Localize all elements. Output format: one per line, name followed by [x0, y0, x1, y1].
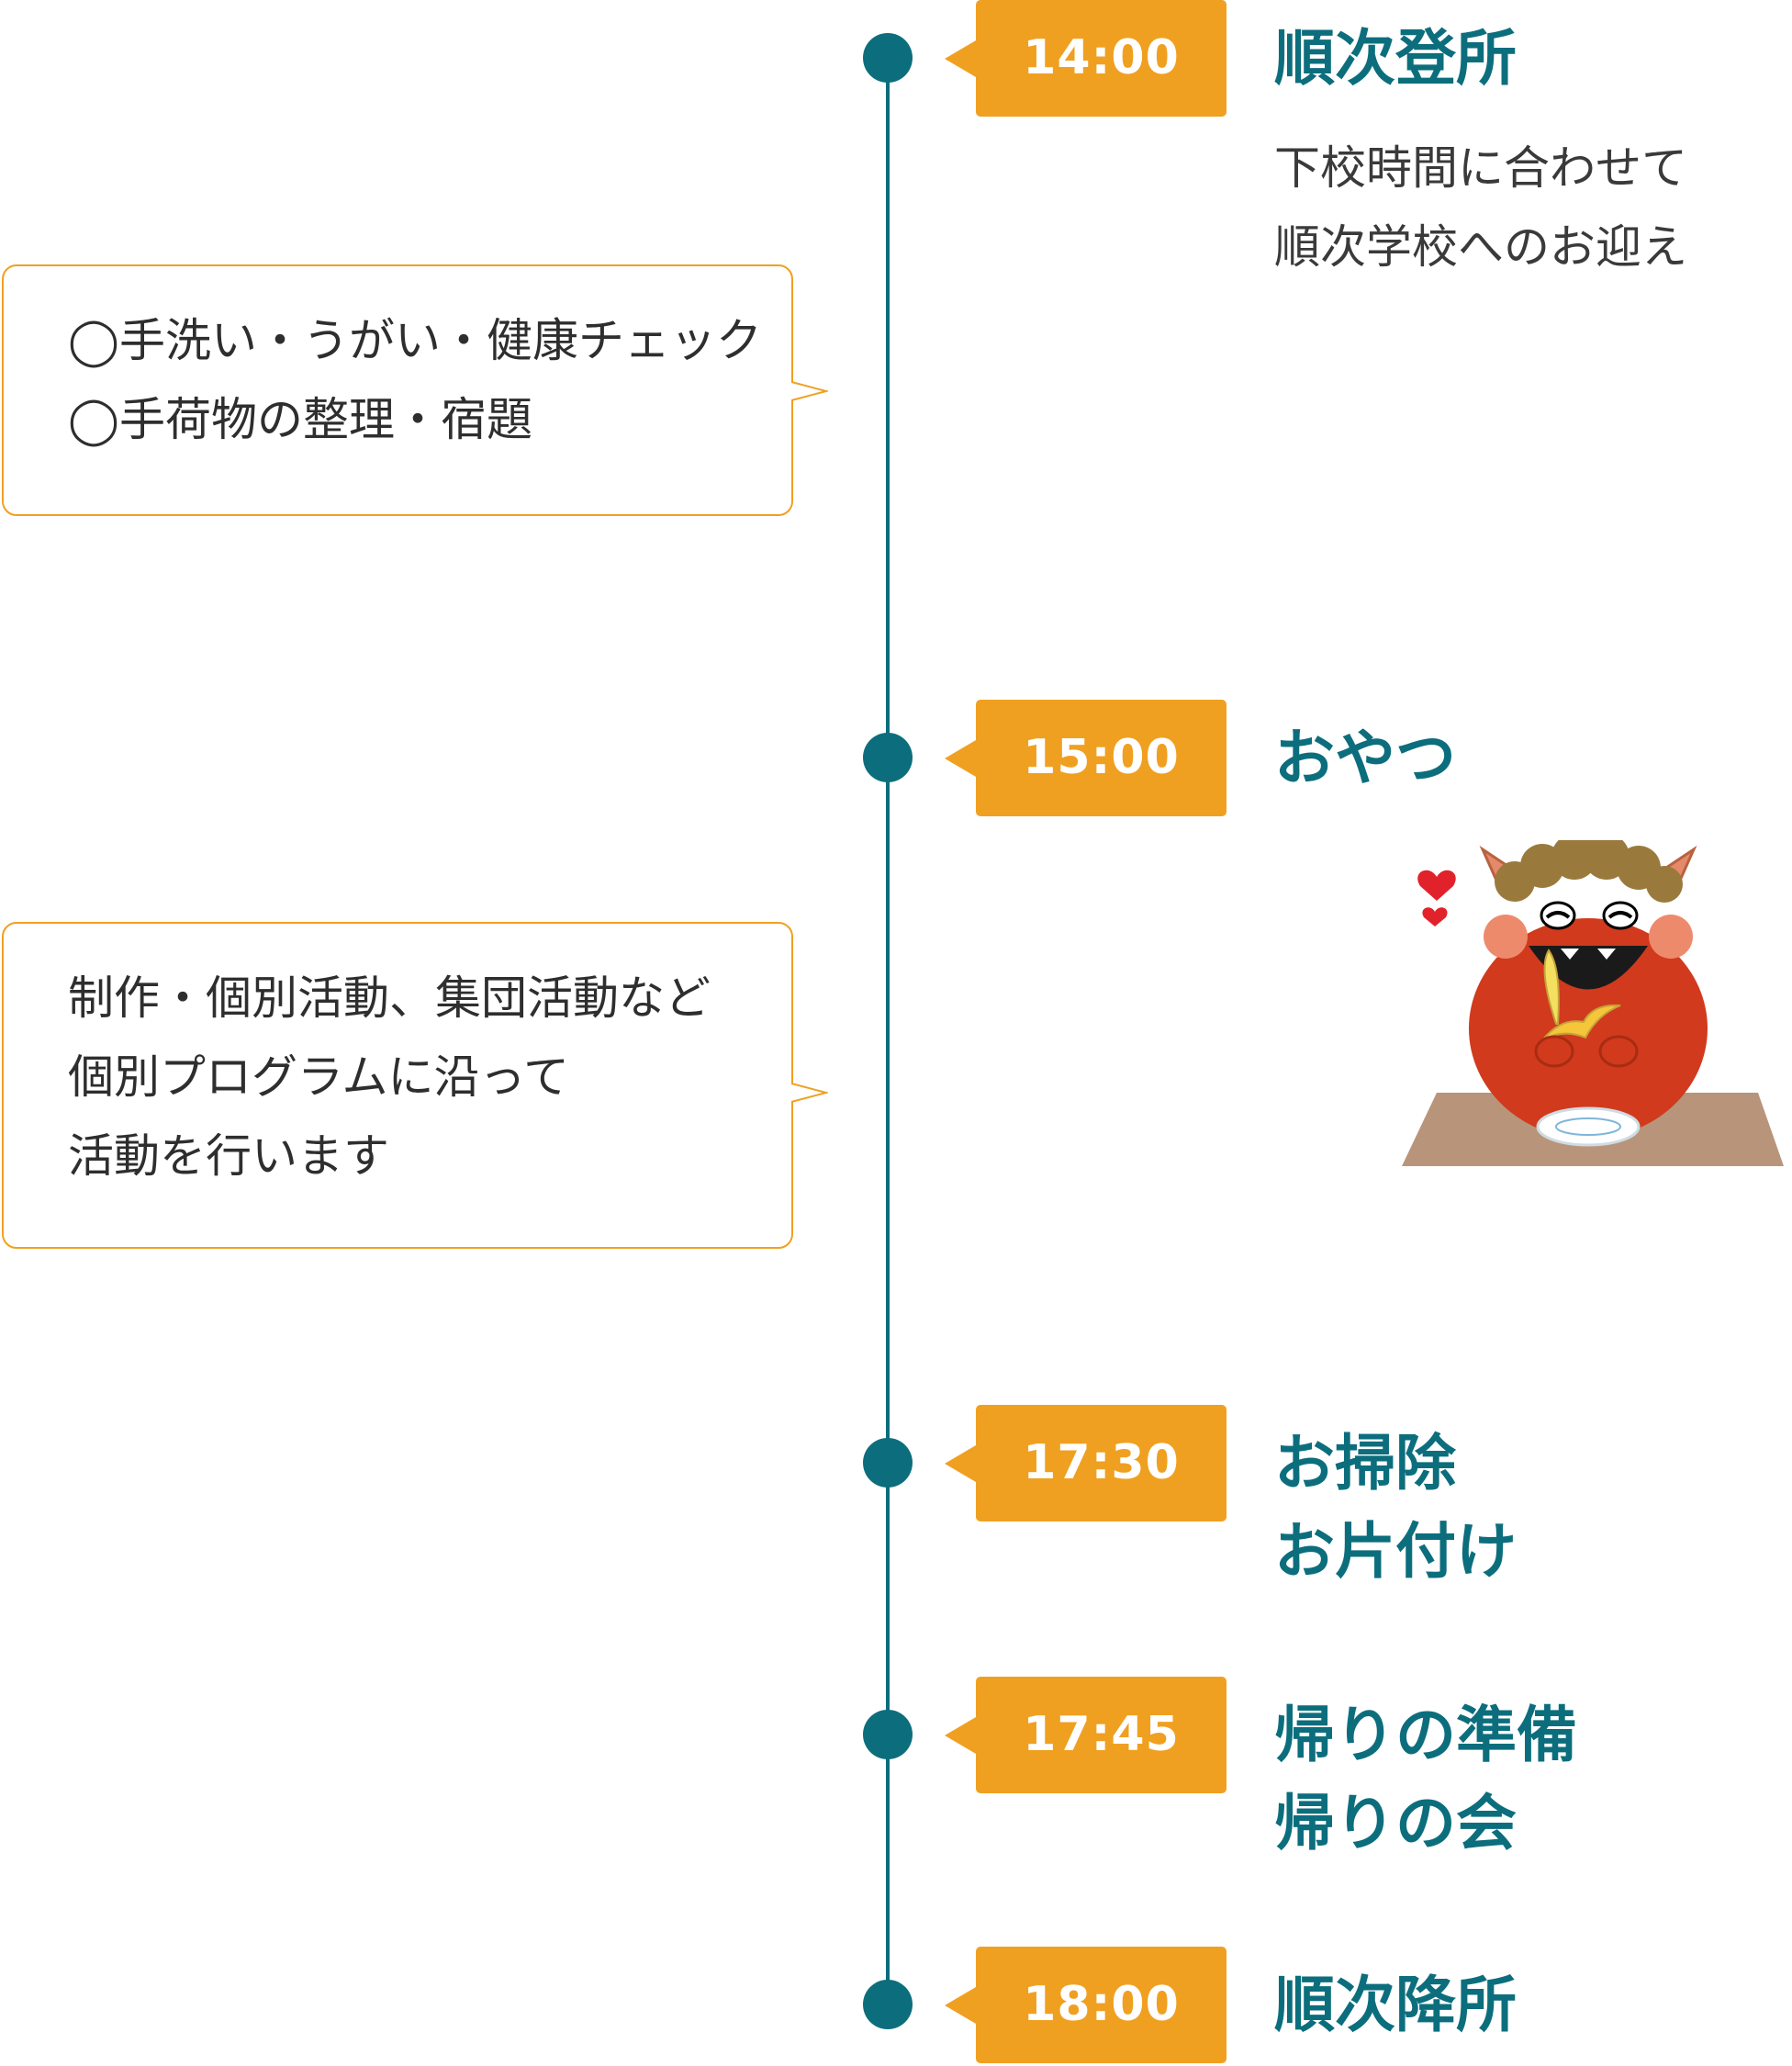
note-line: 活動を行います [68, 1129, 389, 1183]
time-label: 18:00 [945, 1947, 1226, 2063]
event-title: お掃除 お片付け [1274, 1420, 1517, 1596]
activity-note: 制作・個別活動、集団活動など 個別プログラムに沿って 活動を行います [2, 922, 793, 1249]
event-title-line: 帰りの準備 [1274, 1700, 1577, 1770]
note-pointer [791, 381, 828, 401]
timeline-dot [863, 33, 913, 83]
event-title: 帰りの準備 帰りの会 [1274, 1691, 1577, 1868]
heart-icon [1417, 870, 1456, 926]
note-line: 制作・個別活動、集団活動など [68, 971, 711, 1025]
note-line: ◯手荷物の整理・宿題 [68, 393, 532, 446]
event-description: 下校時間に合わせて 順次学校へのお迎え [1274, 129, 1687, 286]
event-title-line: おやつ [1274, 723, 1456, 793]
timeline-dot [863, 1980, 913, 2029]
time-label: 17:45 [945, 1677, 1226, 1793]
timeline-dot [863, 1438, 913, 1488]
event-title-line: お片付け [1274, 1516, 1517, 1587]
timeline-dot [863, 1710, 913, 1759]
event-title: 順次登所 [1274, 15, 1517, 103]
note-line: ◯手洗い・うがい・健康チェック [68, 314, 762, 367]
event-title: 順次降所 [1274, 1961, 1517, 2049]
time-label: 15:00 [945, 700, 1226, 816]
note-pointer [791, 1083, 828, 1103]
note-line: 個別プログラムに沿って [68, 1050, 569, 1104]
time-label: 17:30 [945, 1405, 1226, 1521]
event-title-line: お掃除 [1274, 1428, 1456, 1499]
event-title-line: 帰りの会 [1274, 1788, 1517, 1858]
timeline-axis [886, 57, 890, 2013]
event-title-line: 順次降所 [1274, 1970, 1517, 2040]
event-description-line: 順次学校へのお迎え [1274, 220, 1687, 274]
event-description-line: 下校時間に合わせて [1274, 141, 1687, 195]
event-title-line: 順次登所 [1274, 23, 1517, 94]
timeline-dot [863, 733, 913, 782]
activity-note: ◯手洗い・うがい・健康チェック ◯手荷物の整理・宿題 [2, 264, 793, 516]
time-label: 14:00 [945, 0, 1226, 117]
red-oni-eating-banana-icon [1402, 840, 1784, 1166]
event-title: おやつ [1274, 714, 1456, 803]
